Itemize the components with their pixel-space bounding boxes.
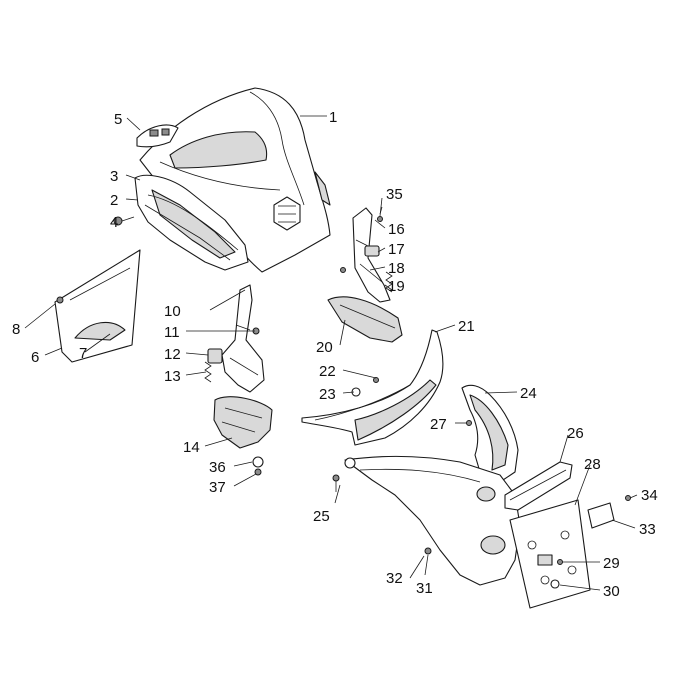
callout-34: 34 bbox=[641, 487, 658, 504]
callout-21: 21 bbox=[458, 318, 475, 335]
callout-31: 31 bbox=[416, 580, 433, 597]
callout-33: 33 bbox=[639, 521, 656, 538]
callout-2: 2 bbox=[110, 192, 118, 209]
callout-36: 36 bbox=[209, 459, 226, 476]
callout-24: 24 bbox=[520, 385, 537, 402]
part-right-bracket bbox=[340, 207, 393, 303]
callout-3: 3 bbox=[110, 168, 118, 185]
leader-lines bbox=[24, 115, 638, 591]
callout-26: 26 bbox=[567, 425, 584, 442]
part-license-plate bbox=[509, 499, 591, 609]
callout-27: 27 bbox=[430, 416, 447, 433]
callout-labels: 1 2 3 4 5 6 7 8 10 11 12 13 14 16 17 18 … bbox=[12, 109, 658, 600]
callout-37: 37 bbox=[209, 479, 226, 496]
callout-20: 20 bbox=[316, 339, 333, 356]
callout-1: 1 bbox=[329, 109, 337, 126]
callout-35: 35 bbox=[386, 186, 403, 203]
callout-6: 6 bbox=[31, 349, 39, 366]
part-side-panel bbox=[54, 249, 141, 363]
callout-29: 29 bbox=[603, 555, 620, 572]
part-front-shield bbox=[139, 87, 331, 273]
part-right-cover bbox=[327, 296, 403, 343]
callout-17: 17 bbox=[388, 241, 405, 258]
callout-4: 4 bbox=[110, 214, 118, 231]
callout-23: 23 bbox=[319, 386, 336, 403]
callout-11: 11 bbox=[164, 324, 180, 341]
callout-7: 7 bbox=[79, 345, 87, 362]
callout-22: 22 bbox=[319, 363, 336, 380]
callout-12: 12 bbox=[164, 346, 181, 363]
callout-32: 32 bbox=[386, 570, 403, 587]
callout-19: 19 bbox=[388, 278, 405, 295]
callout-25: 25 bbox=[313, 508, 330, 525]
part-screw-4 bbox=[113, 216, 135, 226]
callout-13: 13 bbox=[164, 368, 181, 385]
part-rear-fender bbox=[332, 455, 521, 586]
callout-18: 18 bbox=[388, 260, 405, 277]
callout-10: 10 bbox=[164, 303, 181, 320]
callout-5: 5 bbox=[114, 111, 122, 128]
part-upper-fairing bbox=[301, 329, 444, 446]
callout-28: 28 bbox=[584, 456, 601, 473]
part-reflector bbox=[587, 495, 631, 529]
part-emblem bbox=[136, 124, 179, 148]
callout-8: 8 bbox=[12, 321, 20, 338]
callout-16: 16 bbox=[388, 221, 405, 238]
part-rear-upper bbox=[461, 384, 519, 483]
part-inner-frame bbox=[134, 174, 249, 271]
callout-14: 14 bbox=[183, 439, 200, 456]
part-left-bracket bbox=[204, 284, 273, 476]
callout-30: 30 bbox=[603, 583, 620, 600]
part-fasteners bbox=[424, 547, 563, 589]
